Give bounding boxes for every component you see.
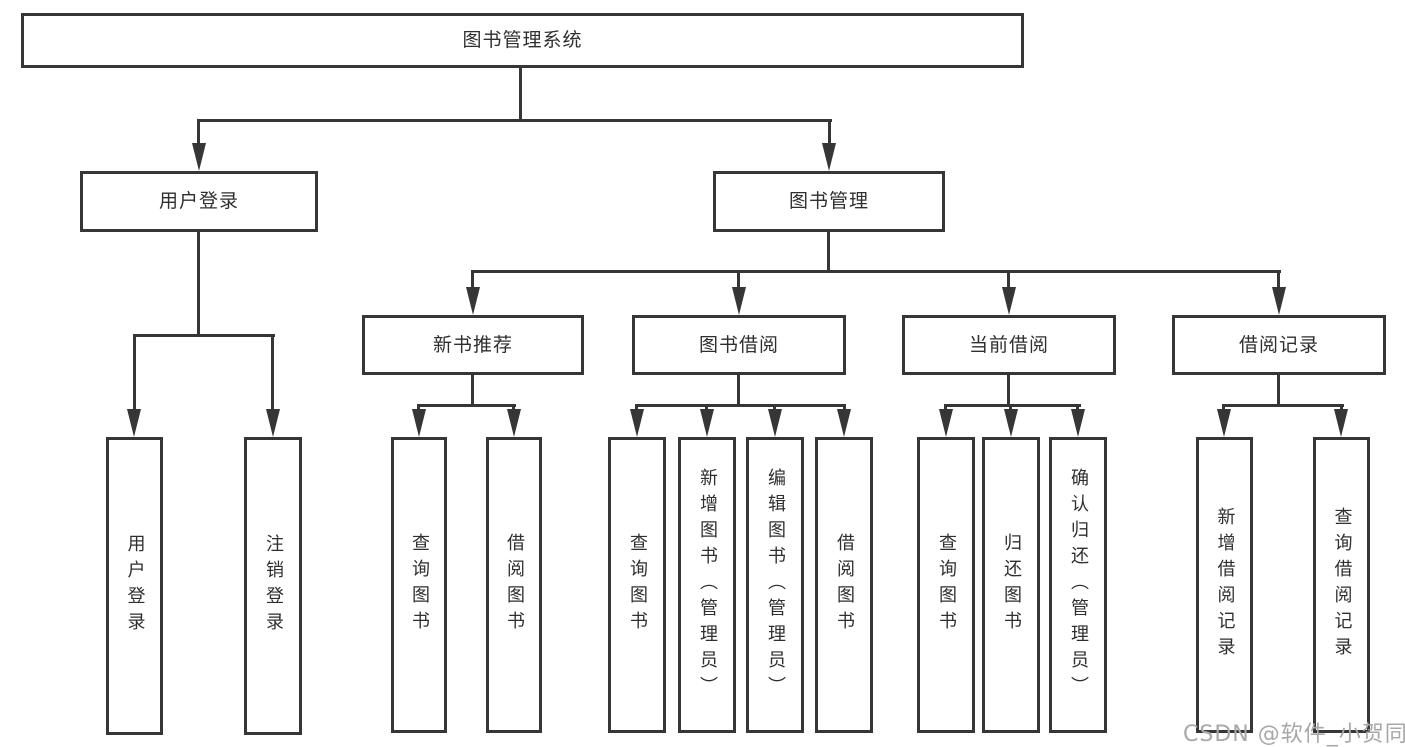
node-add-books-admin: 新增图书（管理员） [678,437,736,733]
node-label: 图书借阅 [698,333,779,356]
connector-line [471,270,1281,273]
arrow-down-icon [127,409,141,437]
connector-line [271,334,274,414]
leaf-label: 借阅图书 [834,533,855,637]
node-current-borrow: 当前借阅 [902,315,1116,375]
node-book-management: 图书管理 [713,171,945,232]
arrow-down-icon [507,409,521,437]
connector-line [1222,404,1344,407]
connector-line [737,270,740,290]
node-user-login-label: 用户登录 [158,190,239,212]
connector-line [827,232,830,272]
arrow-down-icon [1071,409,1085,437]
connector-line [944,404,1081,407]
node-label: 新书推荐 [432,333,513,356]
arrow-down-icon [630,409,644,437]
connector-line [1277,375,1280,406]
node-return-books: 归还图书 [982,437,1040,733]
connector-line [197,119,200,145]
arrow-down-icon [768,409,782,437]
arrow-down-icon [732,287,746,315]
connector-line [737,375,740,406]
node-confirm-return-admin: 确认归还（管理员） [1049,437,1107,733]
arrow-down-icon [837,409,851,437]
node-query-books: 查询图书 [608,437,666,733]
leaf-label: 查询图书 [936,533,957,637]
connector-line [1007,375,1010,406]
leaf-label: 编辑图书（管理员） [765,468,786,702]
connector-line [133,334,275,337]
connector-line [471,375,474,406]
node-book-borrow: 图书借阅 [632,315,846,375]
arrow-down-icon [939,409,953,437]
arrow-down-icon [700,409,714,437]
node-user-login-leaf: 用户登录 [106,437,163,735]
node-query-books: 查询图书 [917,437,975,733]
connector-line [1007,270,1010,290]
arrow-down-icon [412,409,426,437]
node-new-book-recommend: 新书推荐 [362,315,584,375]
leaf-label: 查询借阅记录 [1331,507,1353,663]
connector-line [635,404,846,407]
connector-line [471,270,474,290]
connector-line [828,119,831,145]
node-edit-books-admin: 编辑图书（管理员） [746,437,804,733]
node-borrow-records: 借阅记录 [1172,315,1386,375]
node-user-login: 用户登录 [80,171,318,232]
arrow-down-icon [1217,409,1231,437]
node-add-borrow-record: 新增借阅记录 [1196,437,1253,733]
arrow-down-icon [266,409,280,437]
arrow-down-icon [1004,409,1018,437]
node-label: 当前借阅 [968,333,1049,356]
leaf-label: 查询图书 [627,533,648,637]
connector-line [417,404,516,407]
leaf-label: 新增借阅记录 [1214,507,1236,663]
connector-line [197,119,832,122]
node-borrow-books: 借阅图书 [486,437,542,733]
arrow-down-icon [1002,287,1016,315]
node-root-label: 图书管理系统 [462,29,583,51]
node-query-books: 查询图书 [391,437,447,733]
arrow-down-icon [822,143,836,171]
leaf-label: 注销登录 [263,534,284,638]
leaf-label: 确认归还（管理员） [1068,468,1089,702]
leaf-label: 借阅图书 [504,533,525,637]
arrow-down-icon [1334,409,1348,437]
arrow-down-icon [192,143,206,171]
leaf-label: 查询图书 [409,533,430,637]
connector-line [197,232,200,336]
node-label: 借阅记录 [1238,333,1319,356]
arrow-down-icon [1272,287,1286,315]
leaf-label: 归还图书 [1001,533,1022,637]
connector-line [1277,270,1280,290]
csdn-watermark: CSDN @软件_小贺同学 [1183,722,1405,747]
node-logout-leaf: 注销登录 [244,437,302,735]
node-query-borrow-record: 查询借阅记录 [1313,437,1370,733]
node-root: 图书管理系统 [21,13,1024,68]
arrow-down-icon [466,287,480,315]
connector-line [133,334,136,414]
leaf-label: 用户登录 [124,534,146,638]
node-book-management-label: 图书管理 [788,190,869,212]
node-borrow-books: 借阅图书 [815,437,873,733]
connector-line [519,66,522,122]
leaf-label: 新增图书（管理员） [697,468,718,702]
